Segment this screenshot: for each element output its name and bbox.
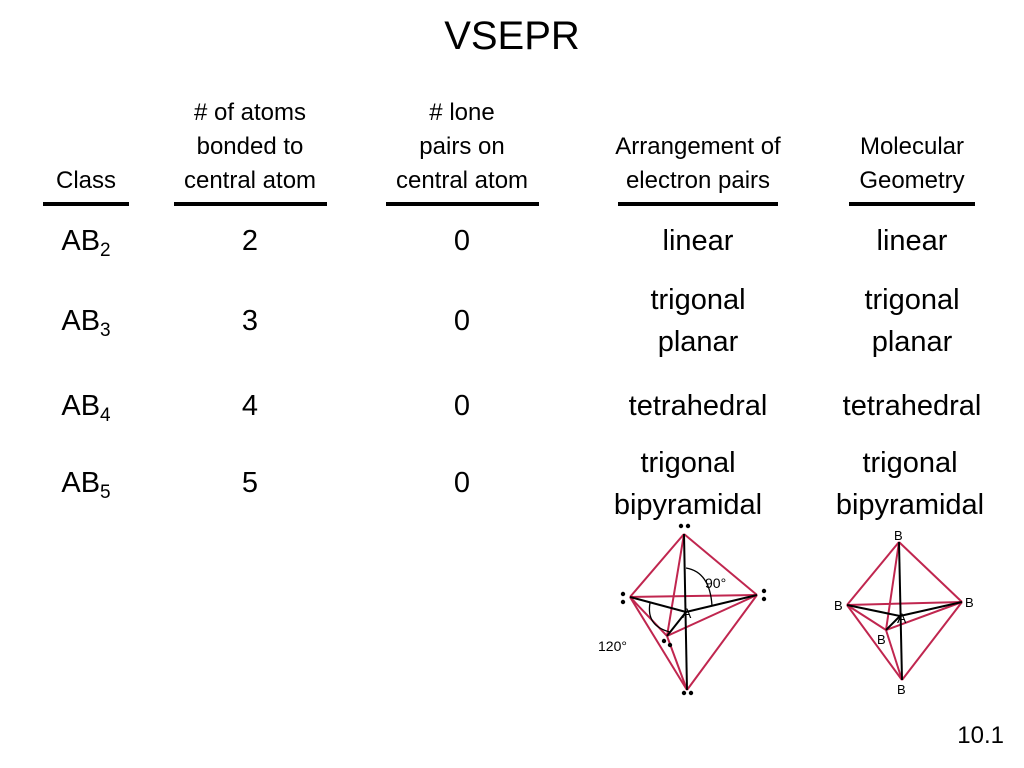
ligand-label-top: B <box>894 528 903 543</box>
row-geometry-ab5: trigonal bipyramidal <box>800 442 1020 526</box>
ligand-label-front: B <box>877 632 886 647</box>
edges-right <box>846 541 963 681</box>
class-base: AB <box>61 305 101 337</box>
edges-left <box>629 533 758 691</box>
header-atoms-line-3: central atom <box>183 167 317 194</box>
angle-arc-120 <box>648 602 671 633</box>
arrangement-line: linear <box>662 225 734 257</box>
angle-arc-90 <box>685 567 713 607</box>
ligand-label-bottom: B <box>897 682 906 697</box>
ligand-label-right: B <box>965 595 974 610</box>
class-subscript: 4 <box>100 405 111 426</box>
class-subscript: 3 <box>100 320 111 341</box>
header-lone-line-2: pairs on <box>419 133 505 160</box>
row-lone-ab4: 0 <box>453 390 471 422</box>
header-arrangement: Arrangement of electron pairs <box>588 130 808 198</box>
header-geometry-line-1: Molecular <box>859 133 965 160</box>
lone-pairs-left <box>620 523 767 696</box>
geometry-line-2: planar <box>871 326 953 358</box>
row-atoms-ab2: 2 <box>241 225 259 257</box>
row-class-ab4: AB4 <box>28 385 144 427</box>
header-rule-class <box>43 202 129 206</box>
header-atoms: # of atoms bonded to central atom <box>160 96 340 198</box>
arrangement-diagram: 90° 120° A <box>598 523 767 696</box>
row-class-ab5: AB5 <box>28 462 144 504</box>
arrangement-line-2: bipyramidal <box>613 489 763 521</box>
row-geometry-ab2: linear <box>812 220 1012 262</box>
angle-label-90: 90° <box>705 575 726 591</box>
bonds-left <box>629 533 758 691</box>
ligand-label-left: B <box>834 598 843 613</box>
header-rule-atoms <box>174 202 327 206</box>
header-arrangement-line-2: electron pairs <box>625 167 771 194</box>
row-arrangement-ab4: tetrahedral <box>588 385 808 427</box>
arrangement-line: tetrahedral <box>628 390 768 422</box>
header-atoms-line-2: bonded to <box>196 133 304 160</box>
row-geometry-ab4: tetrahedral <box>812 385 1012 427</box>
row-class-ab3: AB3 <box>28 300 144 342</box>
header-lone-pairs: # lone pairs on central atom <box>372 96 552 198</box>
row-atoms-ab4: 4 <box>241 390 259 422</box>
row-atoms-ab5: 5 <box>241 467 259 499</box>
row-arrangement-ab5: trigonal bipyramidal <box>578 442 798 526</box>
central-atom-label: A <box>897 610 907 626</box>
header-lone-line-1: # lone <box>429 99 495 126</box>
class-subscript: 2 <box>100 240 111 261</box>
slide-number: 10.1 <box>957 722 1004 749</box>
header-geometry: Molecular Geometry <box>822 130 1002 198</box>
geometry-line: tetrahedral <box>842 390 982 422</box>
class-subscript: 5 <box>100 482 111 503</box>
header-geometry-line-2: Geometry <box>859 167 965 194</box>
arrangement-line-2: planar <box>657 326 739 358</box>
row-atoms-ab3: 3 <box>241 305 259 337</box>
geometry-line-1: trigonal <box>864 284 960 316</box>
geometry-line: linear <box>876 225 948 257</box>
arrangement-line-1: trigonal <box>650 284 746 316</box>
geometry-diagram: B B B B B A <box>834 528 974 697</box>
class-base: AB <box>61 225 101 257</box>
angle-label-120: 120° <box>598 638 627 654</box>
row-arrangement-ab3: trigonal planar <box>588 279 808 363</box>
header-lone-line-3: central atom <box>395 167 529 194</box>
header-atoms-line-1: # of atoms <box>193 99 307 126</box>
header-rule-geometry <box>849 202 975 206</box>
header-rule-arrangement <box>618 202 778 206</box>
class-base: AB <box>61 467 101 499</box>
geometry-line-1: trigonal <box>862 447 958 479</box>
row-lone-ab5: 0 <box>453 467 471 499</box>
header-class: Class <box>55 167 116 194</box>
row-lone-ab2: 0 <box>453 225 471 257</box>
central-atom-label: A <box>682 605 692 621</box>
slide-title: VSEPR <box>444 14 580 58</box>
header-arrangement-line-1: Arrangement of <box>615 133 781 160</box>
geometry-line-2: bipyramidal <box>835 489 985 521</box>
header-rule-lone <box>386 202 539 206</box>
row-lone-ab3: 0 <box>453 305 471 337</box>
row-geometry-ab3: trigonal planar <box>812 279 1012 363</box>
bonds-right <box>846 541 963 681</box>
arrangement-line-1: trigonal <box>640 447 736 479</box>
row-arrangement-ab2: linear <box>588 220 808 262</box>
row-class-ab2: AB2 <box>28 220 144 262</box>
class-base: AB <box>61 390 101 422</box>
